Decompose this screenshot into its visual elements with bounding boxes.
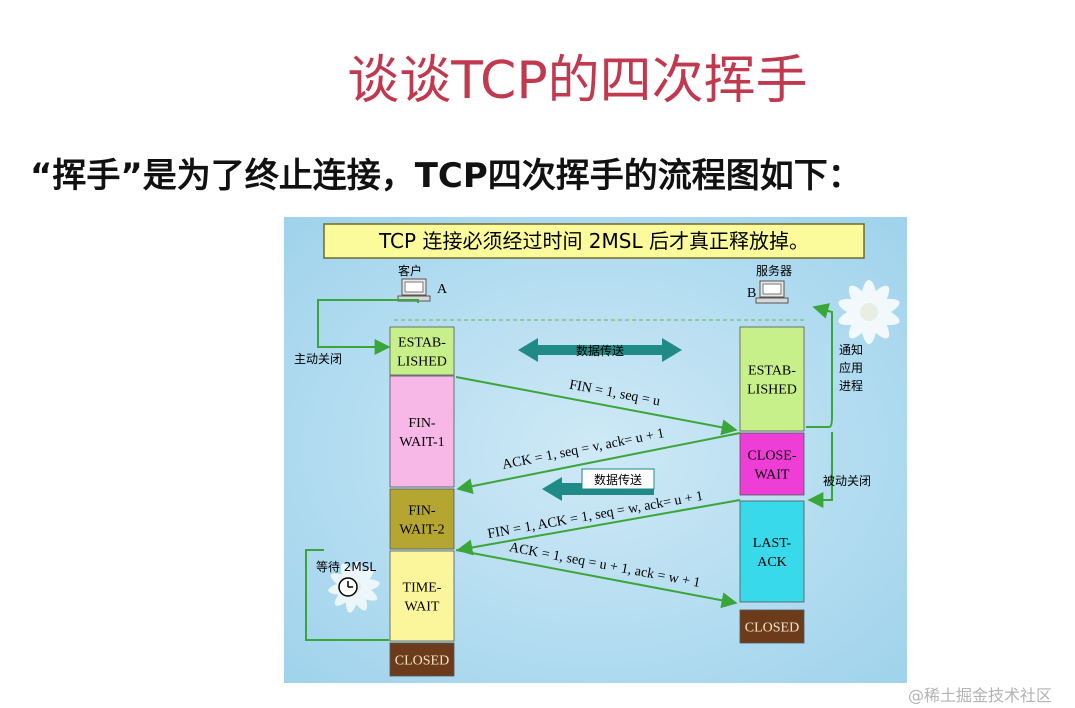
data-transfer-label-1: 数据传送: [576, 343, 624, 358]
active-close-loop: [317, 299, 419, 355]
server-state-box: [739, 609, 805, 644]
server-state-label: WAIT: [755, 468, 790, 483]
fin-ack-arrow: [456, 499, 741, 556]
server-label: 服务器: [756, 263, 792, 278]
passive-close-loop: [807, 432, 833, 508]
server-state-box: [739, 500, 805, 603]
passive-close-label: 被动关闭: [823, 474, 871, 488]
data-transfer-label-2: 数据传送: [594, 472, 642, 487]
server-state-label: CLOSED: [745, 621, 799, 636]
client-state-label: WAIT-1: [399, 435, 444, 450]
tcp-four-way-handshake-diagram: TCP 连接必须经过时间 2MSL 后才真正释放掉。 客户 服务器 A B 主动…: [284, 217, 907, 683]
client-letter: A: [437, 282, 448, 297]
server-state-label: CLOSE-: [748, 449, 797, 464]
server-state-label: ESTAB-: [748, 364, 796, 379]
client-state-label: CLOSED: [395, 654, 449, 669]
final-ack-arrow: [455, 549, 738, 609]
client-state-column: ESTAB-LISHEDFIN-WAIT-1FIN-WAIT-2TIME-WAI…: [389, 326, 455, 677]
client-state-label: WAIT-2: [399, 523, 444, 538]
server-state-column: ESTAB- LISHED CLOSE- WAIT LAST- ACK CLOSED: [739, 326, 805, 644]
active-close-label: 主动关闭: [294, 352, 342, 366]
client-state-label: LISHED: [397, 355, 447, 370]
client-state-label: ESTAB-: [398, 336, 446, 351]
server-state-box: [739, 326, 805, 432]
ack-arrow: [456, 432, 741, 495]
data-transfer-arrow-2: 数据传送: [542, 468, 655, 501]
client-state-box: [389, 375, 455, 488]
clock-icon: [338, 577, 358, 597]
server-state-label: ACK: [757, 555, 787, 570]
notify-app-loop: [806, 303, 833, 428]
client-state-box: [389, 326, 455, 376]
server-letter: B: [747, 286, 756, 301]
server-computer-icon: [755, 280, 789, 304]
server-state-label: LAST-: [753, 536, 792, 551]
notify-app-label-3: 进程: [839, 378, 863, 393]
notify-app-label-2: 应用: [839, 360, 863, 375]
wait-2msl-label: 等待 2MSL: [316, 560, 376, 574]
server-state-box: [739, 432, 805, 496]
client-state-label: FIN-: [408, 504, 436, 519]
client-state-label: FIN-: [408, 416, 436, 431]
client-state-label: TIME-: [403, 581, 442, 596]
client-state-box: [389, 488, 455, 550]
wait-2msl-loop: [305, 549, 389, 641]
server-state-label: LISHED: [747, 383, 797, 398]
client-label: 客户: [398, 263, 422, 278]
watermark: @稀土掘金技术社区: [908, 686, 1053, 705]
client-state-box: [389, 642, 455, 677]
banner-box: [323, 223, 865, 259]
page-title: 谈谈TCP的四次挥手: [347, 51, 808, 111]
page-subtitle: “挥手”是为了终止连接，TCP四次挥手的流程图如下：: [30, 156, 862, 196]
client-state-box: [389, 550, 455, 642]
notify-app-label-1: 通知: [839, 343, 863, 357]
client-computer-icon: [397, 278, 431, 302]
fin-arrow: [455, 376, 738, 436]
data-transfer-arrow-1: 数据传送: [518, 338, 682, 362]
client-state-label: WAIT: [405, 600, 440, 615]
banner-text: TCP 连接必须经过时间 2MSL 后才真正释放掉。: [378, 229, 809, 253]
